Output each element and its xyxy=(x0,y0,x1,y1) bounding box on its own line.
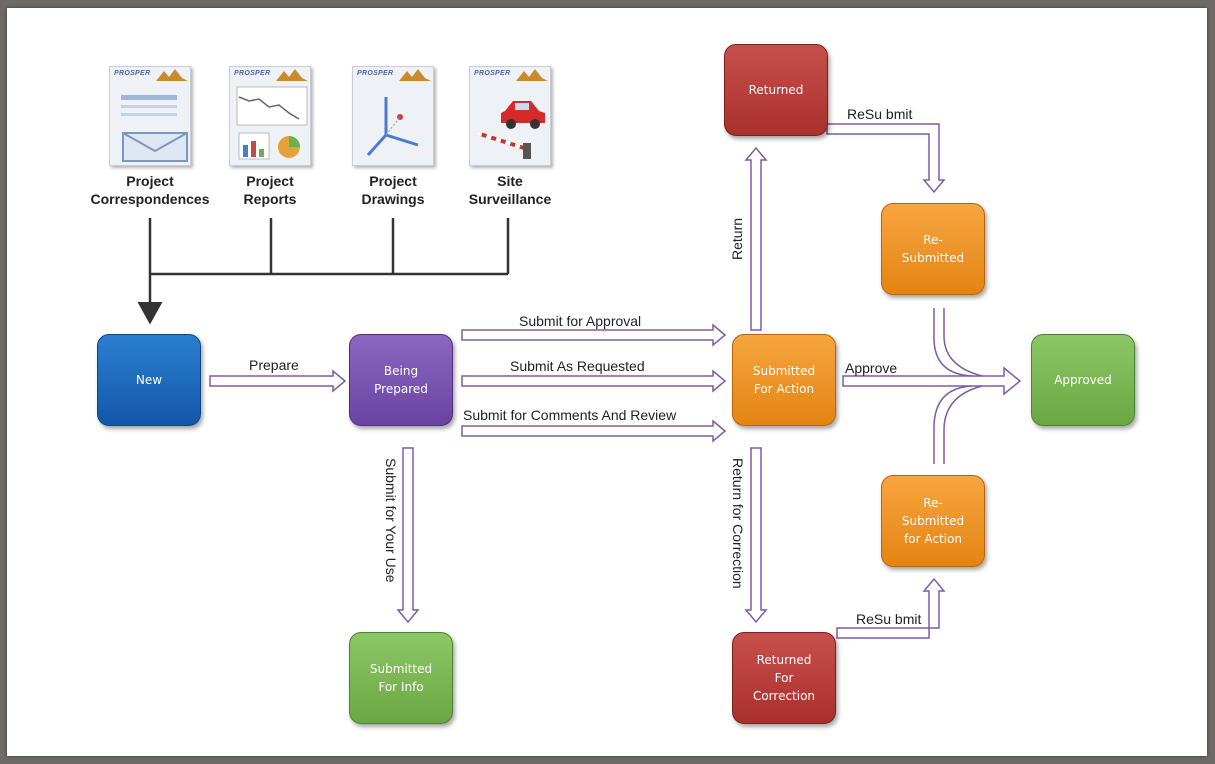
reports-document-icon: PROSPER xyxy=(229,66,311,166)
mountain-icon xyxy=(516,69,548,81)
return-for-correction-arrow xyxy=(744,447,768,624)
label-approve: Approve xyxy=(845,360,898,376)
label-submit-as-requested: Submit As Requested xyxy=(510,358,645,374)
source-caption-correspondences: Project Correspondences xyxy=(90,173,210,207)
submit-for-approval-arrow xyxy=(461,323,727,347)
return-arrow xyxy=(744,146,768,331)
node-returned-for-correction[interactable]: Returned For Correction xyxy=(732,632,836,724)
source-connector-lines xyxy=(137,218,510,325)
source-caption-surveillance: Site Surveillance xyxy=(468,173,552,207)
node-new[interactable]: New xyxy=(97,334,201,426)
node-submitted-for-info[interactable]: Submitted For Info xyxy=(349,632,453,724)
prosper-logo: PROSPER xyxy=(234,70,271,77)
submit-for-your-use-arrow xyxy=(396,447,420,624)
label-prepare: Prepare xyxy=(249,357,299,373)
envelope-icon xyxy=(121,95,188,162)
connector-layer xyxy=(137,123,1022,639)
node-approved[interactable]: Approved xyxy=(1031,334,1135,426)
mountain-icon xyxy=(156,69,188,81)
prepare-arrow xyxy=(209,369,347,393)
merge-curves xyxy=(933,308,983,464)
resubmit-bottom-arrow xyxy=(836,577,946,639)
prosper-logo: PROSPER xyxy=(474,70,511,77)
mountain-icon xyxy=(276,69,308,81)
workflow-diagram: PROSPER PROSPER PROSPER xyxy=(7,8,1207,756)
chart-report-icon xyxy=(236,86,308,160)
surveillance-document-icon: PROSPER xyxy=(469,66,551,166)
resubmit-top-arrow xyxy=(826,123,946,194)
approve-arrow xyxy=(842,366,1022,396)
label-submit-for-your-use: Submit for Your Use xyxy=(383,458,399,583)
axis-drawing-icon xyxy=(366,97,419,157)
submit-as-requested-arrow xyxy=(461,369,727,393)
car-barrier-icon xyxy=(476,101,545,159)
label-resubmit-bottom: ReSu bmit xyxy=(856,611,922,627)
label-submit-for-approval: Submit for Approval xyxy=(519,313,642,329)
source-caption-reports: Project Reports xyxy=(243,173,297,207)
node-resubmitted-for-action[interactable]: Re- Submitted for Action xyxy=(881,475,985,567)
prosper-logo: PROSPER xyxy=(114,70,151,77)
node-resubmitted[interactable]: Re- Submitted xyxy=(881,203,985,295)
label-submit-for-comments: Submit for Comments And Review xyxy=(463,407,677,423)
label-resubmit-top: ReSu bmit xyxy=(847,106,913,122)
node-submitted-for-action[interactable]: Submitted For Action xyxy=(732,334,836,426)
node-being-prepared[interactable]: Being Prepared xyxy=(349,334,453,426)
label-return-for-correction: Return for Correction xyxy=(730,458,746,589)
correspondences-document-icon: PROSPER xyxy=(109,66,191,166)
label-return: Return xyxy=(729,217,745,260)
submit-for-comments-arrow xyxy=(461,419,727,443)
source-caption-drawings: Project Drawings xyxy=(361,173,425,207)
prosper-logo: PROSPER xyxy=(357,70,394,77)
mountain-icon xyxy=(399,69,431,81)
drawings-document-icon: PROSPER xyxy=(352,66,434,166)
node-returned[interactable]: Returned xyxy=(724,44,828,136)
